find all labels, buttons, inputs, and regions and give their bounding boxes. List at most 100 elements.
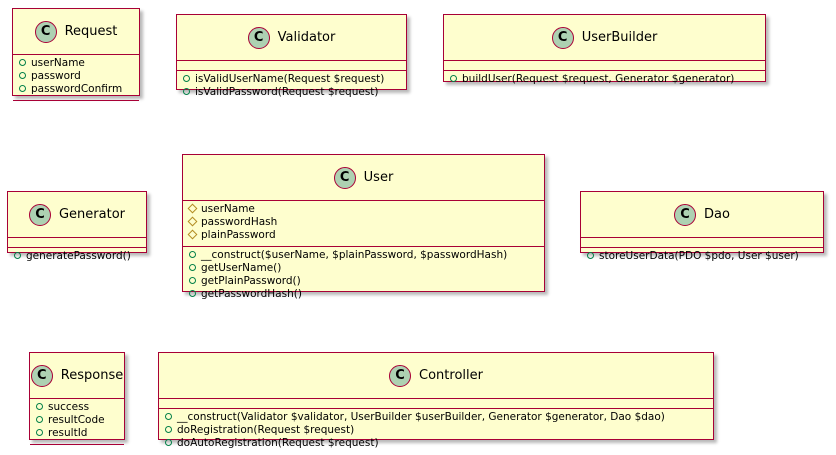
public-visibility-icon: [36, 414, 48, 427]
method-row: getPlainPassword(): [183, 275, 544, 288]
member-text: generatePassword(): [26, 250, 131, 262]
member-text: success: [48, 401, 90, 413]
attribute-row: resultId: [30, 427, 124, 440]
method-row: isValidUserName(Request $request): [177, 73, 406, 86]
public-visibility-icon: [587, 250, 599, 263]
member-text: plainPassword: [201, 229, 276, 241]
class-c-icon: C: [333, 166, 356, 189]
method-row: buildUser(Request $request, Generator $g…: [444, 73, 765, 86]
class-c-icon: C: [30, 364, 53, 387]
public-visibility-icon: [189, 275, 201, 288]
class-c-icon: C: [389, 364, 412, 387]
attributes-section: [177, 61, 406, 71]
attributes-section: [581, 238, 823, 248]
member-text: doRegistration(Request $request): [177, 424, 355, 436]
member-text: storeUserData(PDO $pdo, User $user): [599, 250, 799, 262]
class-header: C Dao: [581, 192, 823, 238]
public-visibility-icon: [165, 411, 177, 424]
class-header: C Validator: [177, 15, 406, 61]
class-name: User: [363, 170, 394, 185]
method-row: getUserName(): [183, 262, 544, 275]
class-c-icon: C: [247, 26, 270, 49]
class-name: Response: [60, 368, 124, 383]
member-text: isValidUserName(Request $request): [195, 73, 385, 85]
class-c-icon: C: [674, 203, 697, 226]
class-dao: C Dao storeUserData(PDO $pdo, User $user): [580, 191, 824, 262]
method-row: storeUserData(PDO $pdo, User $user): [581, 250, 823, 263]
member-text: isValidPassword(Request $request): [195, 86, 379, 98]
attribute-row: resultCode: [30, 414, 124, 427]
attribute-row: passwordHash: [183, 216, 544, 229]
public-visibility-icon: [189, 262, 201, 275]
attributes-section: [444, 61, 765, 71]
public-visibility-icon: [189, 288, 201, 301]
member-text: __construct(Validator $validator, UserBu…: [177, 411, 665, 423]
methods-section: generatePassword(): [8, 248, 146, 267]
public-visibility-icon: [165, 424, 177, 437]
public-visibility-icon: [14, 250, 26, 263]
attribute-row: userName: [13, 57, 139, 70]
public-visibility-icon: [19, 83, 31, 96]
public-visibility-icon: [189, 249, 201, 262]
methods-section: __construct($userName, $plainPassword, $…: [183, 247, 544, 305]
member-text: userName: [31, 57, 85, 69]
class-name: Validator: [277, 30, 336, 45]
member-text: getPasswordHash(): [201, 288, 302, 300]
method-row: getPasswordHash(): [183, 288, 544, 301]
attribute-row: plainPassword: [183, 229, 544, 242]
member-text: userName: [201, 203, 255, 215]
public-visibility-icon: [36, 401, 48, 414]
class-header: C Generator: [8, 192, 146, 238]
class-header: C Response: [30, 353, 124, 399]
class-name: Dao: [704, 207, 730, 222]
protected-visibility-icon: [189, 203, 201, 216]
class-controller: C Controller __construct(Validator $valida…: [158, 352, 714, 449]
public-visibility-icon: [165, 437, 177, 450]
attributes-section: [8, 238, 146, 248]
class-c-icon: C: [28, 203, 51, 226]
attribute-row: success: [30, 401, 124, 414]
member-text: passwordConfirm: [31, 83, 123, 95]
attribute-row: password: [13, 70, 139, 83]
attribute-row: userName: [183, 203, 544, 216]
public-visibility-icon: [450, 73, 462, 86]
protected-visibility-icon: [189, 216, 201, 229]
public-visibility-icon: [36, 427, 48, 440]
class-header: C Controller: [159, 353, 713, 399]
methods-section: __construct(Validator $validator, UserBu…: [159, 409, 713, 454]
public-visibility-icon: [19, 57, 31, 70]
class-header: C Request: [13, 9, 139, 55]
member-text: buildUser(Request $request, Generator $g…: [462, 73, 735, 85]
methods-section: [30, 445, 124, 455]
methods-section: buildUser(Request $request, Generator $g…: [444, 71, 765, 90]
method-row: isValidPassword(Request $request): [177, 86, 406, 99]
attribute-row: passwordConfirm: [13, 83, 139, 96]
class-name: Controller: [419, 368, 483, 383]
class-name: Request: [64, 24, 118, 39]
methods-section: isValidUserName(Request $request)isValid…: [177, 71, 406, 103]
member-text: password: [31, 70, 81, 82]
class-name: Generator: [58, 207, 125, 222]
class-header: C User: [183, 155, 544, 201]
attributes-section: [159, 399, 713, 409]
member-text: doAutoRegistration(Request $request): [177, 437, 379, 449]
class-validator: C Validator isValidUserName(Request $reque…: [176, 14, 407, 98]
member-text: passwordHash: [201, 216, 278, 228]
method-row: doAutoRegistration(Request $request): [159, 437, 713, 450]
class-c-icon: C: [34, 20, 57, 43]
method-row: __construct(Validator $validator, UserBu…: [159, 411, 713, 424]
member-text: getPlainPassword(): [201, 275, 301, 287]
class-generator: C Generator generatePassword(): [7, 191, 147, 262]
public-visibility-icon: [19, 70, 31, 83]
member-text: __construct($userName, $plainPassword, $…: [201, 249, 508, 261]
class-c-icon: C: [551, 26, 574, 49]
member-text: getUserName(): [201, 262, 282, 274]
